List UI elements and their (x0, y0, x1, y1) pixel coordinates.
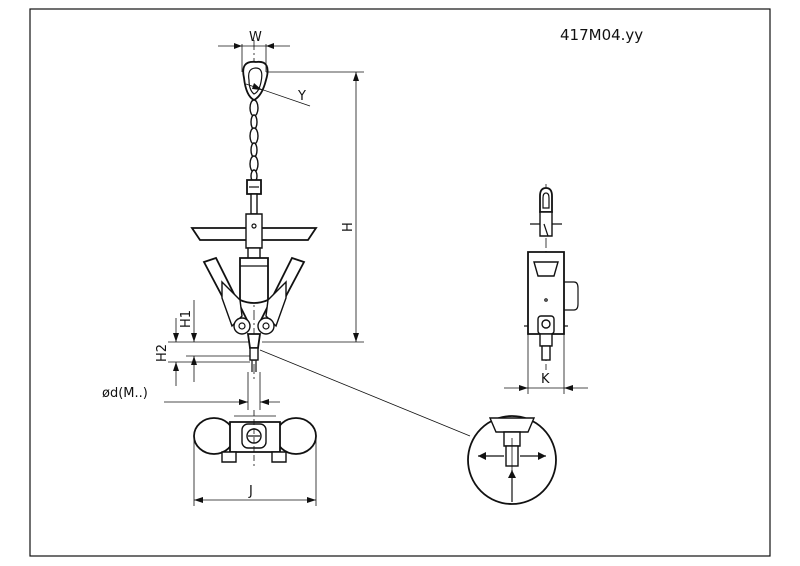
cylinder-body (239, 257, 269, 304)
dim-label-k: K (541, 372, 550, 387)
dim-label-w: W (249, 30, 262, 45)
dimension-h1: H1 (179, 300, 250, 382)
detail-view (467, 415, 557, 505)
main-view (190, 40, 318, 380)
dim-label-h1: H1 (179, 310, 194, 328)
side-view (524, 184, 579, 370)
part-number: 417M04.yy (560, 26, 643, 44)
dimension-k: K (504, 334, 588, 394)
dim-label-y: Y (297, 89, 306, 104)
dim-label-d: ød(M..) (102, 386, 148, 401)
dimension-w: W (218, 30, 290, 72)
dimension-j: J (193, 440, 317, 506)
drawing-frame (29, 8, 771, 557)
dimension-d: ød(M..) (102, 372, 280, 410)
dim-label-h2: H2 (155, 344, 170, 362)
dimension-h2: H2 (155, 318, 250, 386)
dimension-y: Y (245, 83, 311, 107)
dim-label-j: J (248, 484, 253, 499)
bottom-view (193, 410, 317, 466)
dimension-h: H (262, 71, 364, 343)
dim-label-h: H (341, 222, 356, 232)
chain (249, 99, 259, 183)
